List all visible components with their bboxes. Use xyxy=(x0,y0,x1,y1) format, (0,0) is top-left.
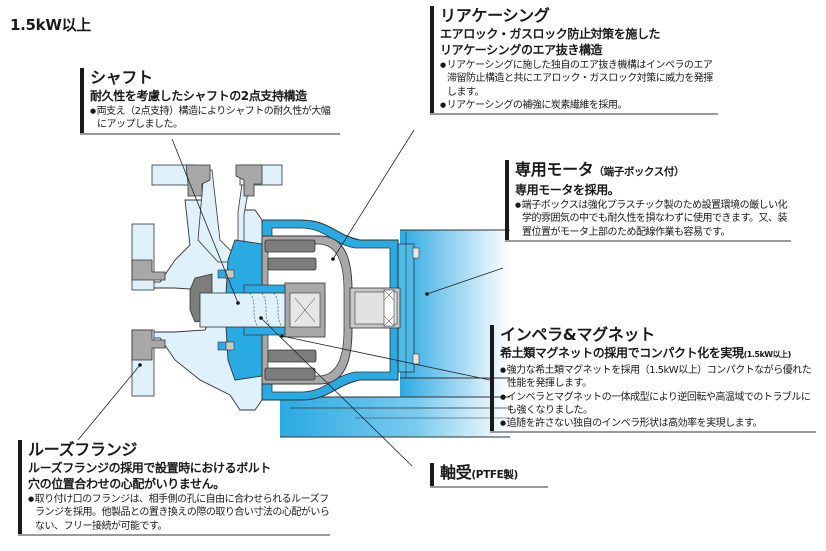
rear-casing-body: リアケーシングに施した独自のエア抜き機構はインペラのエア滞留防止構造と共にエアロ… xyxy=(440,59,718,112)
shaft-item: 両支え（2点支持）構造によりシャフトの耐久性が大幅にアップしました。 xyxy=(90,105,332,132)
rear-casing-heading-line-1: エアロック・ガスロック防止対策を施した xyxy=(440,27,661,41)
callout-motor: 専用モータ（端子ボックス付） 専用モータを採用。 端子ボックスは強化プラスチック… xyxy=(505,160,791,242)
bearing-title-text: 軸受 xyxy=(440,463,472,482)
base-plate xyxy=(280,396,510,438)
loose-flange-heading-line-1: ルーズフランジの採用で設置時におけるボルト xyxy=(28,461,272,475)
leader-impeller-magnet xyxy=(281,335,491,381)
inlet-loose-flange xyxy=(131,223,166,397)
leader-lines xyxy=(77,129,504,467)
loose-flange-item: 取り付け口のフランジは、相手側の孔に自由に合わせられるルーズフランジを採用。他製… xyxy=(28,493,330,533)
rear-casing-title: リアケーシング xyxy=(440,6,550,25)
loose-flange-heading-line-2: 穴の位置合わせの心配がいりません。 xyxy=(28,477,225,491)
callout-impeller-magnet: インペラ&マグネット 希土類マグネットの採用でコンパクト化を実現(1.5kW以上… xyxy=(490,325,816,434)
impeller-magnet-item: 強力な希土類マグネットを採用（1.5kW以上）コンパクトながら優れた性能を発揮し… xyxy=(500,364,816,391)
impeller-magnet-item: 追随を許さない独自のインペラ形状は高効率を実現します。 xyxy=(500,417,816,430)
motor-title-text: 専用モータ xyxy=(515,160,594,179)
bearing-shaft xyxy=(199,282,326,338)
leader-rear-casing xyxy=(332,129,415,260)
rear-casing-item: リアケーシングに施した独自のエア抜き機構はインペラのエア滞留防止構造と共にエアロ… xyxy=(440,59,718,99)
motor-bolt-bottom xyxy=(412,353,420,365)
shaft-heading: 耐久性を考慮したシャフトの2点支持構造 xyxy=(90,89,307,103)
shaft-title: シャフト xyxy=(90,68,153,87)
bearing-top xyxy=(243,284,287,294)
motor-heading: 専用モータを採用。 xyxy=(515,183,620,197)
impeller-magnet-heading-note: (1.5kW以上) xyxy=(743,350,792,359)
impeller-magnet-item: インペラとマグネットの一体成型により逆回転や高温域でのトラブルにも強くなりました… xyxy=(500,391,816,418)
bearing-title-note: (PTFE製) xyxy=(471,469,518,481)
motor-item: 端子ボックスは強化プラスチック製のため設置環境の厳しい化学的雰囲気の中でも耐久性… xyxy=(515,199,791,239)
leader-dots xyxy=(138,257,429,367)
page-title: 1.5kW以上 xyxy=(10,16,91,34)
callout-rear-casing: リアケーシング エアロック・ガスロック防止対策を施した リアケーシングのエア抜き… xyxy=(430,6,718,116)
impeller-magnet-heading-text: 希土類マグネットの採用でコンパクト化を実現 xyxy=(500,346,744,360)
outer-magnets xyxy=(264,239,316,381)
impeller-magnet-heading: 希土類マグネットの採用でコンパクト化を実現(1.5kW以上) xyxy=(500,345,816,363)
inner-magnets xyxy=(267,257,317,363)
leader-shaft xyxy=(171,138,239,304)
loose-flange-title: ルーズフランジ xyxy=(28,440,138,459)
leader-loose-flange xyxy=(77,364,141,441)
motor-title-note: （端子ボックス付） xyxy=(593,166,685,178)
motor-title: 専用モータ（端子ボックス付） xyxy=(515,160,791,182)
shaft-body: 両支え（2点支持）構造によりシャフトの耐久性が大幅にアップしました。 xyxy=(90,105,340,132)
callout-loose-flange: ルーズフランジ ルーズフランジの採用で設置時におけるボルト 穴の位置合わせの心配… xyxy=(18,440,330,536)
impeller-magnet-title: インペラ&マグネット xyxy=(500,325,655,344)
rear-casing-heading-line-2: リアケーシングのエア抜き構造 xyxy=(440,43,603,57)
motor-bolt-top xyxy=(412,247,420,259)
callout-bearing: 軸受(PTFE製) xyxy=(430,463,548,488)
loose-flange-body: 取り付け口のフランジは、相手側の孔に自由に合わせられるルーズフランジを採用。他製… xyxy=(28,493,330,533)
rear-casing-item: リアケーシングの補強に炭素繊維を採用。 xyxy=(440,99,718,112)
leader-motor xyxy=(426,267,504,295)
outlet-loose-flange xyxy=(151,164,283,197)
impeller-magnet-body: 強力な希土類マグネットを採用（1.5kW以上）コンパクトながら優れた性能を発揮し… xyxy=(500,364,816,430)
motor-body: 端子ボックスは強化プラスチック製のため設置環境の厳しい化学的雰囲気の中でも耐久性… xyxy=(515,199,791,239)
callout-shaft: シャフト 耐久性を考慮したシャフトの2点支持構造 両支え（2点支持）構造によりシ… xyxy=(80,68,340,135)
bearing-title: 軸受(PTFE製) xyxy=(440,463,548,485)
leader-bearing xyxy=(260,317,413,467)
bearing-bottom xyxy=(243,326,287,336)
